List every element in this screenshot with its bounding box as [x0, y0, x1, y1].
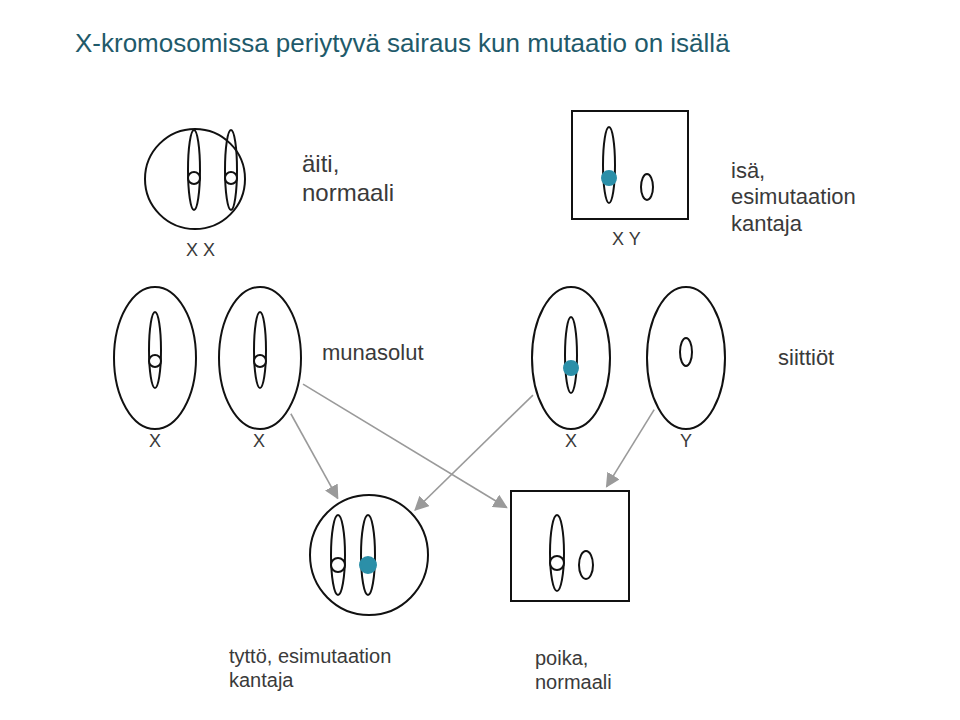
- centromere: [550, 556, 564, 570]
- node-label: äiti, normaali: [302, 150, 432, 208]
- node-outline: [571, 110, 689, 220]
- node-outline-shape: [647, 287, 725, 429]
- chromosome-label: X X: [186, 240, 215, 262]
- centromere: [225, 172, 237, 184]
- node-outline: [144, 128, 246, 230]
- node-outline-shape: [114, 287, 196, 429]
- y-chromosome: [641, 174, 653, 200]
- x-chromosome: [603, 127, 615, 203]
- node-outline-shape: [511, 491, 629, 601]
- mutation-dot: [602, 171, 616, 185]
- x-chromosome: [225, 130, 237, 210]
- centromere: [188, 172, 200, 184]
- chromosome-label: X Y: [612, 229, 641, 251]
- x-chromosome: [550, 515, 564, 591]
- centromere: [254, 355, 266, 367]
- node-label: X: [565, 431, 577, 453]
- node-outline-shape: [219, 287, 301, 429]
- node-label: X: [253, 431, 265, 453]
- sperm-cell: X: [531, 286, 611, 430]
- group-label: siittiöt: [778, 345, 834, 371]
- cell-circle: äiti, normaaliX X: [144, 128, 246, 230]
- x-chromosome: [188, 130, 200, 210]
- centromere: [331, 558, 345, 572]
- node-label: tyttö, esimutaation kantaja: [229, 644, 459, 692]
- cell-square: isä, esimutaation kantajaX Y: [571, 110, 689, 220]
- x-chromosome: [361, 515, 375, 595]
- inheritance-arrow: [607, 410, 655, 487]
- diagram-title: X-kromosomissa periytyvä sairaus kun mut…: [75, 28, 730, 59]
- cell-circle: tyttö, esimutaation kantaja: [309, 494, 429, 616]
- y-chromosome: [680, 338, 692, 366]
- node-outline-shape: [532, 287, 610, 429]
- node-outline: [510, 490, 630, 602]
- node-outline-shape: [145, 129, 245, 229]
- sperm-cell: Y: [646, 286, 726, 430]
- inheritance-arrow: [415, 395, 533, 510]
- x-chromosome: [331, 515, 345, 595]
- node-outline: [218, 286, 302, 430]
- cell-square: poika, normaali: [510, 490, 630, 602]
- centromere: [149, 355, 161, 367]
- node-outline-shape: [310, 495, 428, 615]
- inheritance-arrow: [291, 414, 338, 499]
- group-label: munasolut: [322, 340, 424, 366]
- node-label: isä, esimutaation kantaja: [731, 158, 896, 237]
- y-chromosome: [579, 551, 593, 579]
- egg-cell: X: [218, 286, 302, 430]
- mutation-dot: [360, 557, 376, 573]
- node-label: poika, normaali: [535, 646, 650, 694]
- inheritance-arrow: [303, 384, 507, 507]
- x-chromosome: [565, 317, 577, 393]
- mutation-dot: [564, 361, 578, 375]
- x-chromosome: [254, 312, 266, 388]
- x-chromosome: [149, 312, 161, 388]
- node-outline: [646, 286, 726, 430]
- node-label: Y: [680, 431, 692, 453]
- node-outline: [113, 286, 197, 430]
- node-outline: [309, 494, 429, 616]
- node-label: X: [149, 431, 161, 453]
- node-outline-shape: [572, 111, 688, 219]
- node-outline: [531, 286, 611, 430]
- egg-cell: X: [113, 286, 197, 430]
